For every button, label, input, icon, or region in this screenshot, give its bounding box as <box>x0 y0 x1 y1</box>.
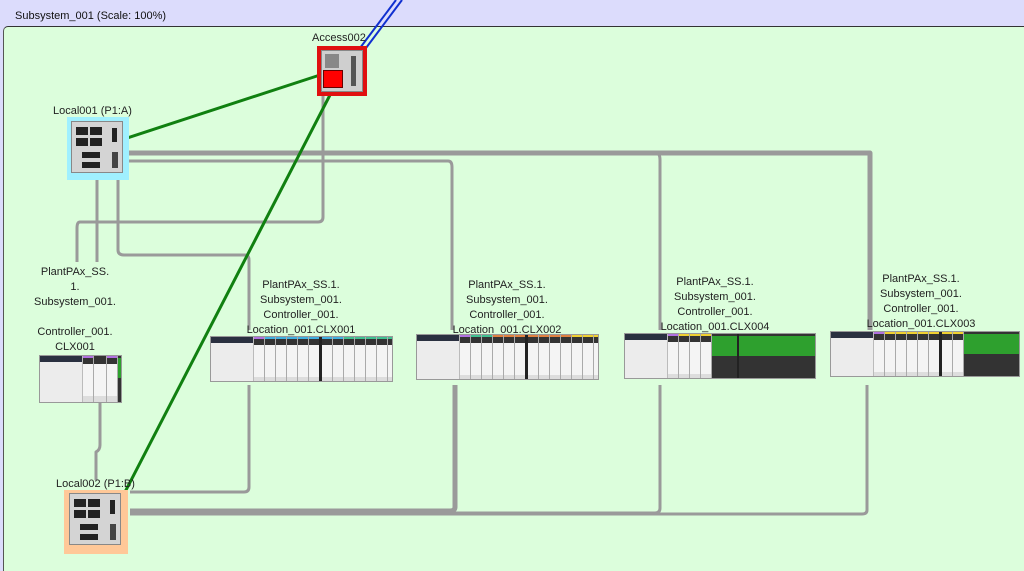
rack-label-clx001: PlantPAx_SS.1.Subsystem_001. Controller_… <box>246 279 356 336</box>
wire-clx003-local002 <box>130 385 869 516</box>
diagram-header: Subsystem_001 (Scale: 100%) <box>0 0 1024 26</box>
local002-label: Local002 (P1:B) <box>56 478 135 490</box>
rack-label-clx004: PlantPAx_SS.1.Subsystem_001. Controller_… <box>660 276 770 333</box>
uplink-cable <box>359 0 403 49</box>
wire-clx002-local002 <box>130 385 458 514</box>
local002-switch[interactable] <box>64 490 128 554</box>
chassis-clx002[interactable] <box>416 334 599 380</box>
topology-canvas[interactable] <box>3 26 1024 571</box>
local001-switch[interactable] <box>67 117 129 180</box>
wire-clx001main-local002 <box>94 403 102 480</box>
access002-switch[interactable] <box>317 46 367 96</box>
alarm-indicator <box>323 70 343 88</box>
chassis-clx001[interactable] <box>210 336 393 382</box>
access002-label: Access002 <box>312 32 366 44</box>
rack-label-clx003: PlantPAx_SS.1.Subsystem_001. Controller_… <box>866 273 976 330</box>
fiber-local001-access <box>123 73 321 141</box>
wire-local001-access <box>75 95 325 262</box>
wire-local001-clx002 <box>126 159 454 330</box>
local001-label: Local001 (P1:A) <box>53 105 132 117</box>
rack-label-clx002: PlantPAx_SS.1.Subsystem_001. Controller_… <box>452 279 562 336</box>
fiber-access-local002 <box>123 94 332 493</box>
controller-chassis-clx001-main[interactable] <box>39 355 122 403</box>
wire-local001-clx004 <box>126 151 662 330</box>
clx001-main-label: PlantPAx_SS. 1. Subsystem_001. Controlle… <box>34 266 116 353</box>
wire-clx001-local002 <box>130 385 251 494</box>
diagram-title: Subsystem_001 (Scale: 100%) <box>15 10 167 22</box>
chassis-clx004[interactable] <box>624 333 816 379</box>
chassis-clx003[interactable] <box>830 331 1020 377</box>
wire-local001-clx001 <box>116 177 251 330</box>
wire-clx004-local002 <box>130 385 662 515</box>
